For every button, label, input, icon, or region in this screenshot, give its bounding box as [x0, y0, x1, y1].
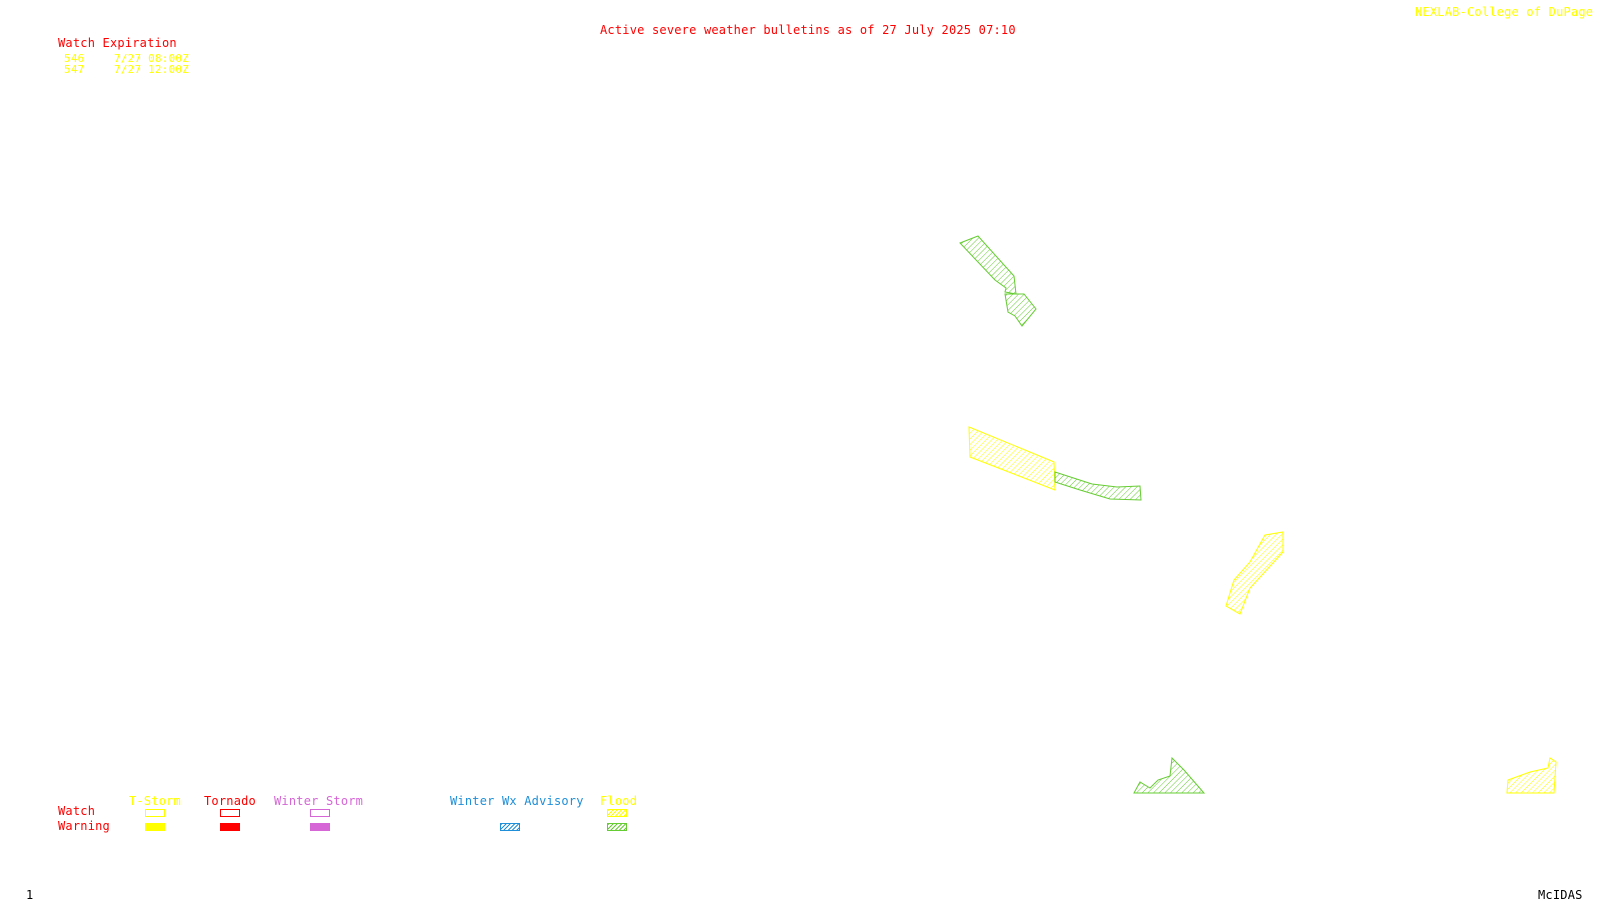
legend-tstorm-label: T-Storm: [129, 794, 181, 808]
flood-watch-polygon: [1225, 531, 1284, 615]
tornado-warning-swatch: [220, 823, 240, 831]
watch-number: 547: [64, 63, 85, 76]
watch-expiration-title: Watch Expiration: [58, 36, 177, 50]
flood-watch-polygon: [968, 426, 1056, 491]
flood-warning-polygon: [1133, 756, 1206, 794]
legend-tornado-label: Tornado: [204, 794, 256, 808]
flood-warning-polygon: [1054, 471, 1142, 501]
legend-watch-row-label: Watch: [58, 804, 96, 818]
watch-expiration-row: 547 7/27 12:00Z: [64, 64, 189, 75]
winter-advisory-swatch: [500, 823, 520, 831]
legend-winter-advisory-label: Winter Wx Advisory: [450, 794, 584, 808]
watch-expires: 7/27 08:00Z: [114, 52, 190, 65]
legend-flood-label: Flood: [600, 794, 638, 808]
watch-expires: 7/27 12:00Z: [114, 63, 190, 76]
watch-number: 546: [64, 52, 85, 65]
flood-warning-swatch: [607, 823, 627, 831]
flood-warning-polygon: [1004, 293, 1037, 327]
tstorm-warning-swatch: [145, 823, 165, 831]
flood-watch-swatch: [607, 809, 627, 817]
winter-storm-watch-swatch: [310, 809, 330, 817]
frame-number: 1: [26, 888, 34, 902]
flood-warning-polygon: [959, 235, 1017, 295]
software-label: McIDAS: [1538, 888, 1583, 902]
flood-watch-polygon: [1506, 757, 1557, 794]
legend-warning-row-label: Warning: [58, 819, 110, 833]
page-title: Active severe weather bulletins as of 27…: [600, 23, 1016, 37]
legend-winter-storm-label: Winter Storm: [274, 794, 364, 808]
tornado-watch-swatch: [220, 809, 240, 817]
winter-storm-warning-swatch: [310, 823, 330, 831]
watch-expiration-row: 546 7/27 08:00Z: [64, 53, 189, 64]
tstorm-watch-swatch: [145, 809, 165, 817]
credit-label: NEXLAB-College of DuPage R: [1415, 5, 1600, 19]
